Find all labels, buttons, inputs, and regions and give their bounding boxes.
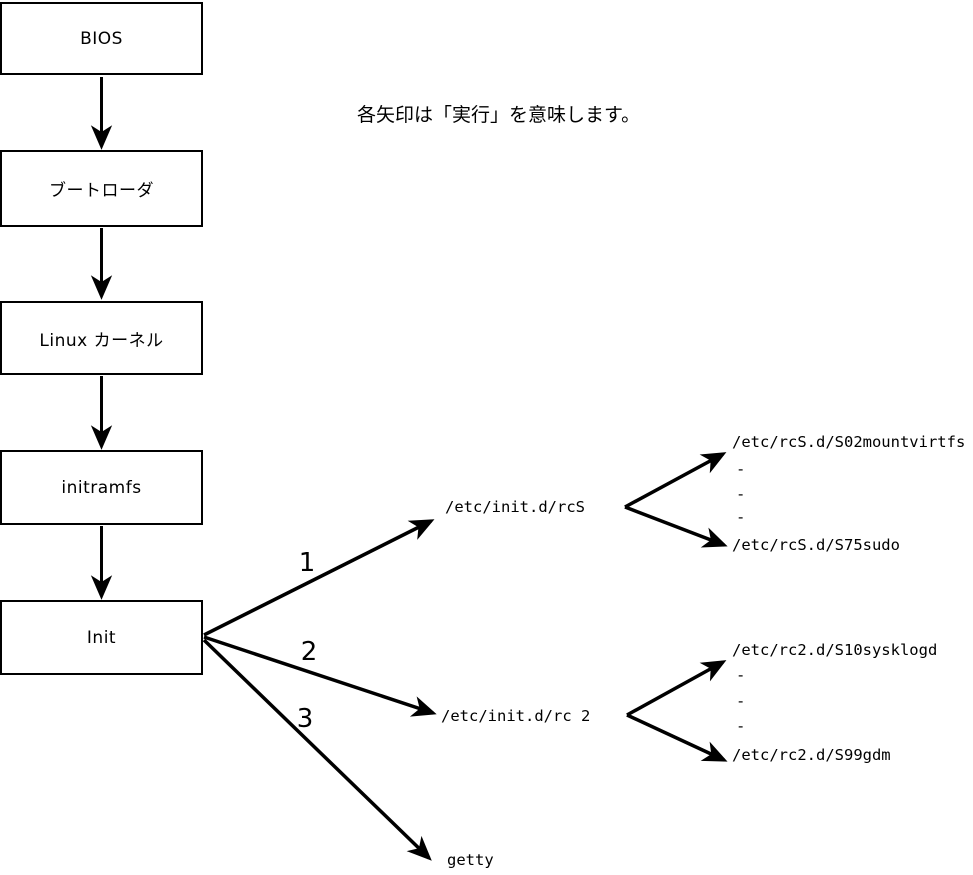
arrow-rc2-to-first-script	[626, 660, 727, 717]
box-bootloader: ブートローダ	[0, 150, 203, 227]
branch-number-2: 2	[300, 637, 318, 667]
label-rc2-first-child: /etc/rc2.d/S10sysklogd	[732, 641, 938, 659]
ellipsis-dash: -	[736, 460, 746, 478]
arrow-init-to-rc2	[203, 635, 437, 717]
label-rc2-script: /etc/init.d/rc 2	[441, 707, 591, 725]
arrow-init-to-rcs	[203, 519, 435, 637]
box-label: initramfs	[61, 477, 142, 498]
arrow-meaning-note: 各矢印は「実行」を意味します。	[357, 104, 641, 126]
branch-number-3: 3	[296, 704, 314, 734]
box-init: Init	[0, 600, 203, 675]
box-label: ブートローダ	[49, 181, 154, 201]
box-bios: BIOS	[0, 2, 203, 75]
ellipsis-dash: -	[736, 666, 746, 684]
ellipsis-dash: -	[736, 717, 746, 735]
label-getty: getty	[447, 851, 494, 869]
label-rc2-last-child: /etc/rc2.d/S99gdm	[732, 746, 891, 764]
arrow-rcs-to-first-script	[624, 452, 727, 509]
box-label: BIOS	[80, 28, 123, 49]
box-label: Init	[86, 627, 117, 648]
arrow-rc2-to-last-script	[626, 713, 728, 762]
ellipsis-dash: -	[736, 692, 746, 710]
ellipsis-dash: -	[736, 508, 746, 526]
box-linux-kernel: Linux カーネル	[0, 301, 203, 375]
label-rcs-last-child: /etc/rcS.d/S75sudo	[732, 536, 900, 554]
label-rcs-script: /etc/init.d/rcS	[445, 498, 585, 516]
box-initramfs: initramfs	[0, 450, 203, 525]
arrow-init-to-getty	[202, 638, 432, 861]
branch-number-1: 1	[298, 548, 316, 578]
box-label: Linux カーネル	[39, 330, 164, 351]
arrow-rcs-to-last-script	[624, 505, 728, 548]
ellipsis-dash: -	[736, 485, 746, 503]
label-rcs-first-child: /etc/rcS.d/S02mountvirtfs	[732, 433, 966, 451]
